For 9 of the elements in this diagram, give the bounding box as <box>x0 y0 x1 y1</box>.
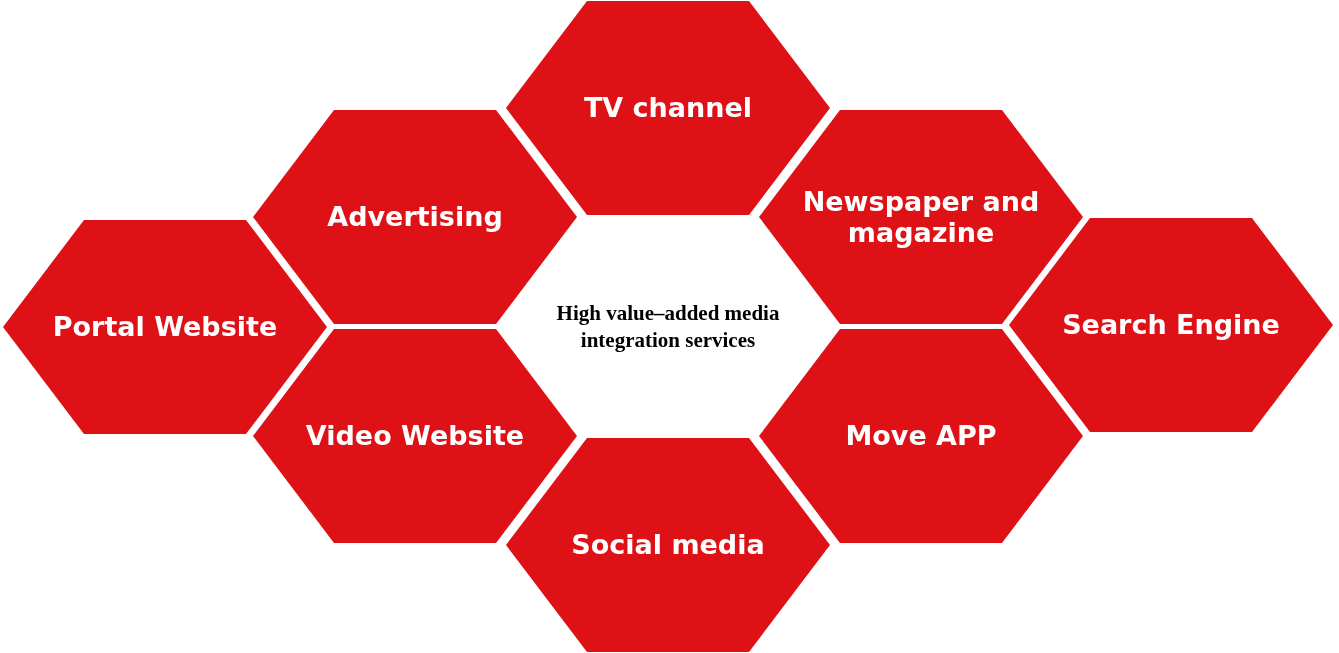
tile-label: Portal Website <box>52 311 278 343</box>
tile-label: TV channel <box>583 92 753 124</box>
tile-label: Search Engine <box>1062 309 1280 341</box>
tile-label: High value–added media integration services <box>555 299 781 354</box>
tile-label: Move APP <box>845 420 997 452</box>
tile-label: Advertising <box>327 201 503 233</box>
tile-label: Social media <box>571 529 765 561</box>
tile-label: Video Website <box>305 420 525 452</box>
tile-label: Newspaper and magazine <box>801 185 1041 249</box>
